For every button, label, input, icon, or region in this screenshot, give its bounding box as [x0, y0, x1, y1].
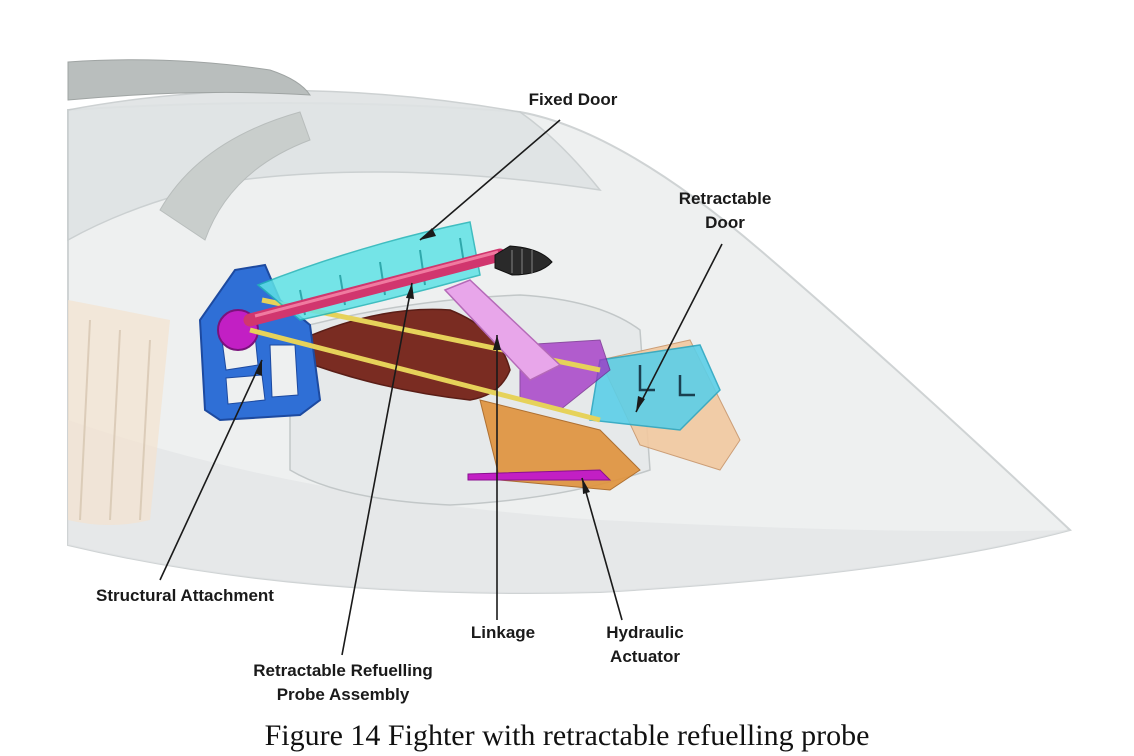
label-fixed-door-text: Fixed Door: [528, 90, 618, 109]
label-probe-assembly-line1: Retractable Refuelling: [253, 661, 433, 680]
label-structural-attachment-text: Structural Attachment: [96, 586, 274, 605]
refuelling-probe-diagram: [67, 59, 1072, 656]
arrowhead-retractable-door: [636, 396, 645, 412]
label-retractable-door-line2: Door: [705, 213, 745, 232]
fuselage-lower-shading: [68, 420, 1070, 594]
label-linkage: Linkage: [448, 621, 558, 645]
leader-structural-attachment: [159, 359, 263, 581]
label-retractable-door: Retractable Door: [660, 187, 790, 235]
label-hydraulic-actuator: Hydraulic Actuator: [590, 621, 700, 669]
door-hinge-brackets: [638, 365, 695, 397]
leader-retractable-door: [635, 243, 723, 413]
label-linkage-text: Linkage: [470, 623, 536, 642]
leader-arrowheads: [255, 228, 645, 494]
label-hydraulic-actuator-line2: Actuator: [610, 647, 680, 666]
label-probe-assembly: Retractable Refuelling Probe Assembly: [228, 659, 458, 707]
arrowhead-probe-assembly: [406, 283, 414, 299]
leader-hydraulic-actuator: [581, 477, 623, 621]
label-fixed-door: Fixed Door: [508, 88, 638, 112]
left-side-panel: [68, 300, 170, 525]
maroon-bay: [299, 308, 511, 401]
retractable-door-shape: [589, 344, 721, 431]
probe-tube: [243, 248, 507, 327]
label-probe-assembly-line2: Probe Assembly: [276, 685, 410, 704]
arrowhead-structural-attachment: [255, 360, 262, 376]
probe-tip-bands: [511, 249, 533, 274]
probe-tip: [494, 245, 553, 276]
magenta-rail: [467, 469, 612, 481]
left-structure-lines: [79, 319, 151, 521]
arrowhead-hydraulic-actuator: [582, 478, 590, 494]
figure-caption: Figure 14 Fighter with retractable refue…: [264, 719, 870, 752]
arrowhead-fixed-door: [420, 228, 436, 240]
hydraulic-actuator-shape: [479, 399, 641, 491]
label-structural-attachment: Structural Attachment: [70, 584, 300, 608]
label-retractable-door-line1: Retractable: [678, 189, 772, 208]
leader-fixed-door: [419, 119, 561, 241]
fixed-door-shape: [256, 221, 481, 321]
leader-probe-assembly: [341, 282, 413, 656]
label-hydraulic-actuator-line1: Hydraulic: [606, 623, 684, 642]
arrowhead-linkage: [493, 335, 501, 350]
probe-tube-highlight: [254, 250, 499, 318]
upper-ridge: [67, 59, 311, 101]
linkage-shape: [443, 279, 562, 381]
canopy-frame: [159, 111, 311, 241]
leader-lines: [159, 119, 723, 656]
